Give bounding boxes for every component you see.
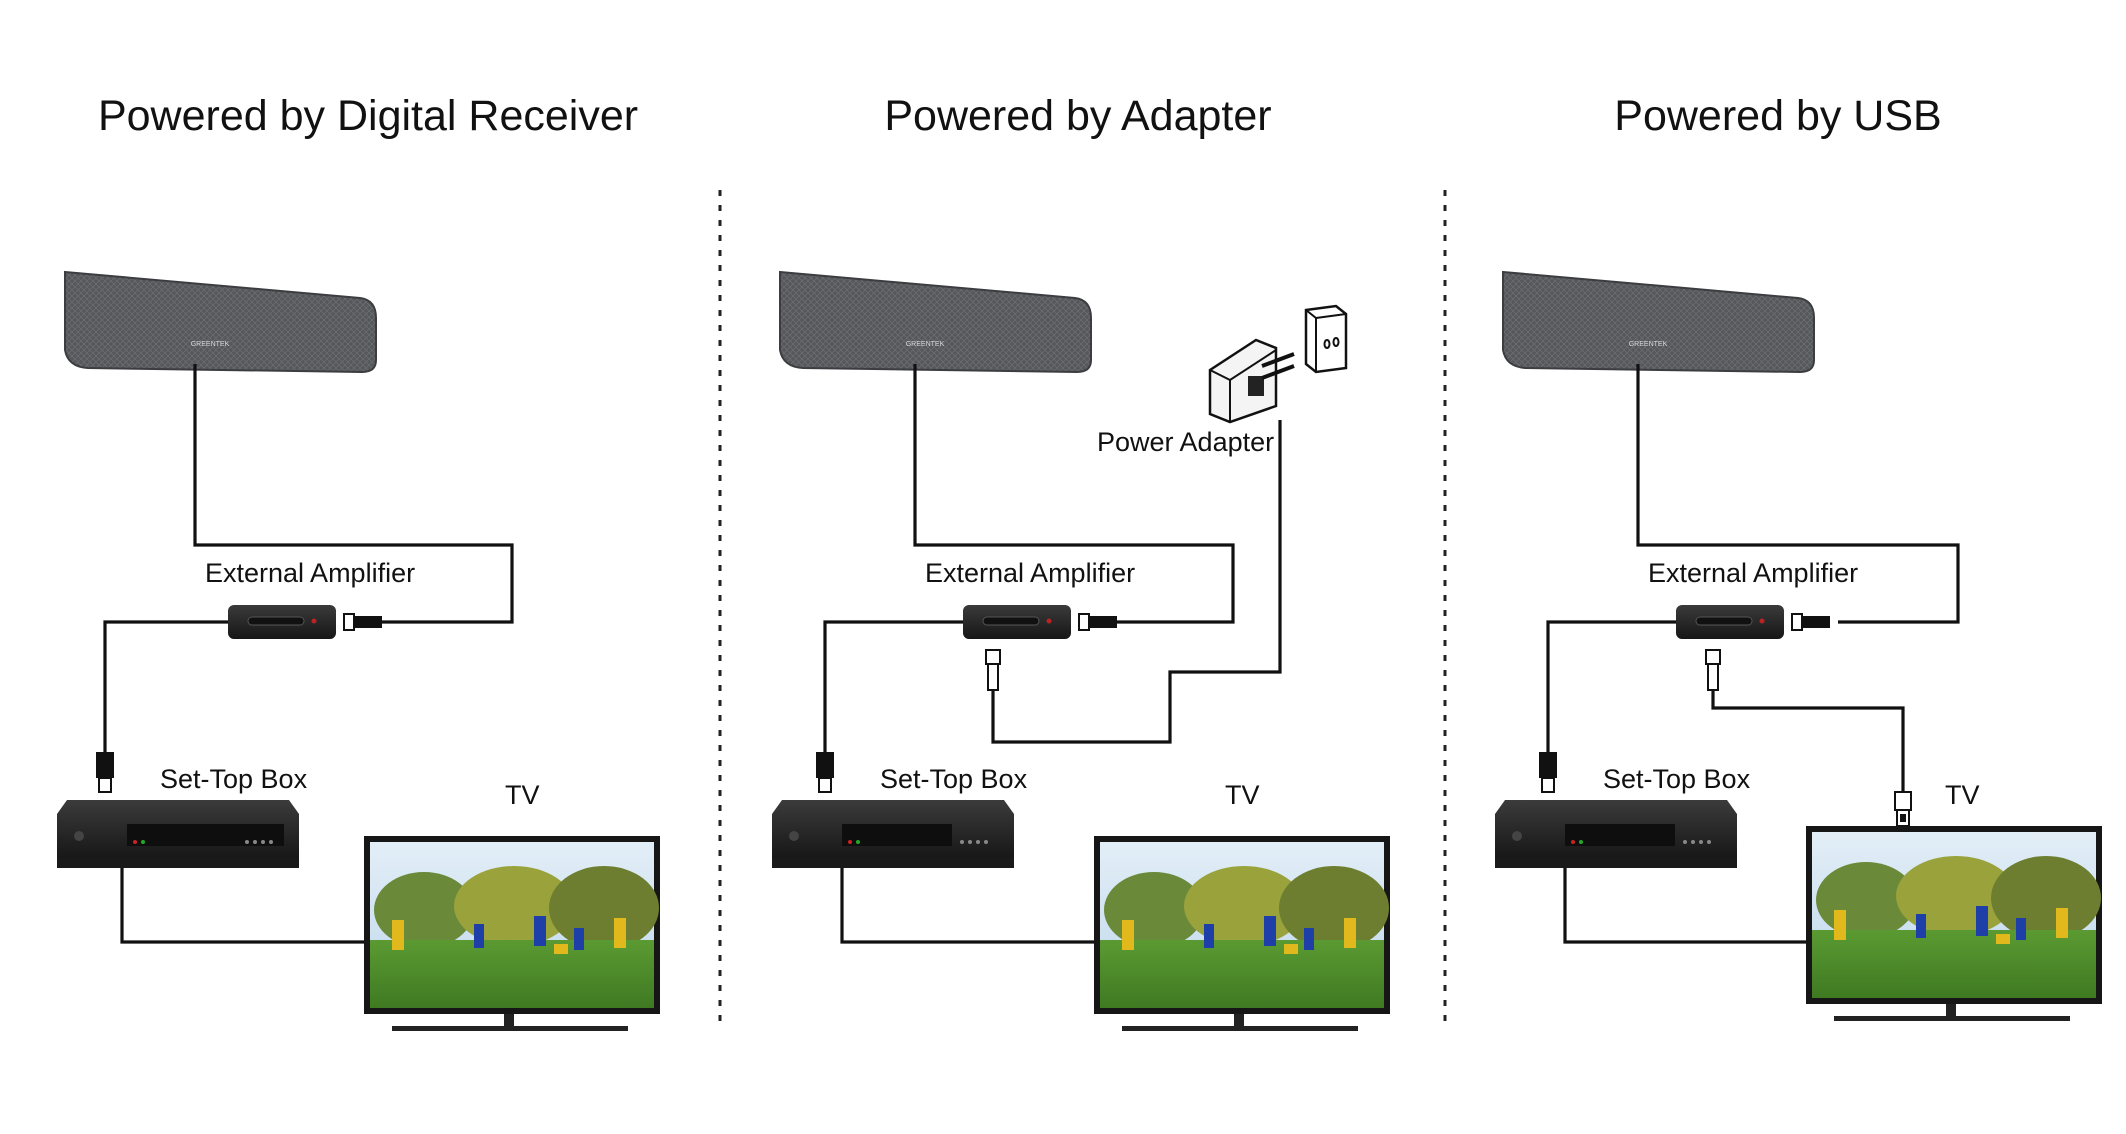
settop-label: Set-Top Box [1603,764,1751,794]
antenna: GREENTEK [779,270,1092,374]
tv [1806,826,2102,1021]
usb-connector-icon [1894,791,1912,827]
coax-connector [1791,613,1830,631]
set-top-box [772,800,1014,868]
hdmi-cable [1563,868,1812,944]
power-adapter [1208,338,1295,424]
settop-label: Set-Top Box [880,764,1028,794]
dc-connector [985,649,1001,691]
antenna-cable [1636,364,1960,624]
tv-label: TV [1225,780,1260,810]
settop-cable [823,620,963,752]
dc-connector [1705,649,1721,691]
antenna-brand: GREENTEK [906,341,945,348]
antenna-cable [913,364,1235,624]
coax-connector [1078,613,1117,631]
usb-cable [1711,690,1905,792]
antenna-brand: GREENTEK [191,341,230,348]
settop-cable [1546,620,1680,752]
amplifier-label: External Amplifier [1648,558,1858,588]
panel-digital-receiver: Powered by Digital Receiver GREENTEK Ext… [57,92,660,1031]
coax-connector [343,613,382,631]
coax-connector [96,752,114,793]
wall-outlet-icon [1304,304,1348,374]
panel-title: Powered by Adapter [884,92,1271,140]
settop-label: Set-Top Box [160,764,308,794]
set-top-box [57,800,299,868]
tv-label: TV [505,780,540,810]
hdmi-cable [840,868,1100,944]
external-amplifier [1676,605,1784,639]
panel-title: Powered by USB [1614,92,1941,140]
antenna-cable [193,364,514,624]
power-cable [991,420,1282,744]
antenna-brand: GREENTEK [1629,341,1668,348]
panel-title: Powered by Digital Receiver [98,92,638,140]
amplifier-label: External Amplifier [205,558,415,588]
settop-cable [103,620,228,752]
panel-adapter: Powered by Adapter GREENTEK Power Adapte… [772,92,1390,1031]
tv [1094,836,1390,1031]
coax-connector [1539,752,1557,793]
coax-connector [816,752,834,793]
antenna: GREENTEK [64,270,377,374]
adapter-label: Power Adapter [1097,427,1274,457]
external-amplifier [228,605,336,639]
amplifier-label: External Amplifier [925,558,1135,588]
antenna: GREENTEK [1502,270,1815,374]
hdmi-cable [120,868,370,944]
set-top-box [1495,800,1737,868]
tv-label: TV [1945,780,1980,810]
tv [364,836,660,1031]
external-amplifier [963,605,1071,639]
panel-usb: Powered by USB GREENTEK External Amplifi… [1495,92,2102,1021]
